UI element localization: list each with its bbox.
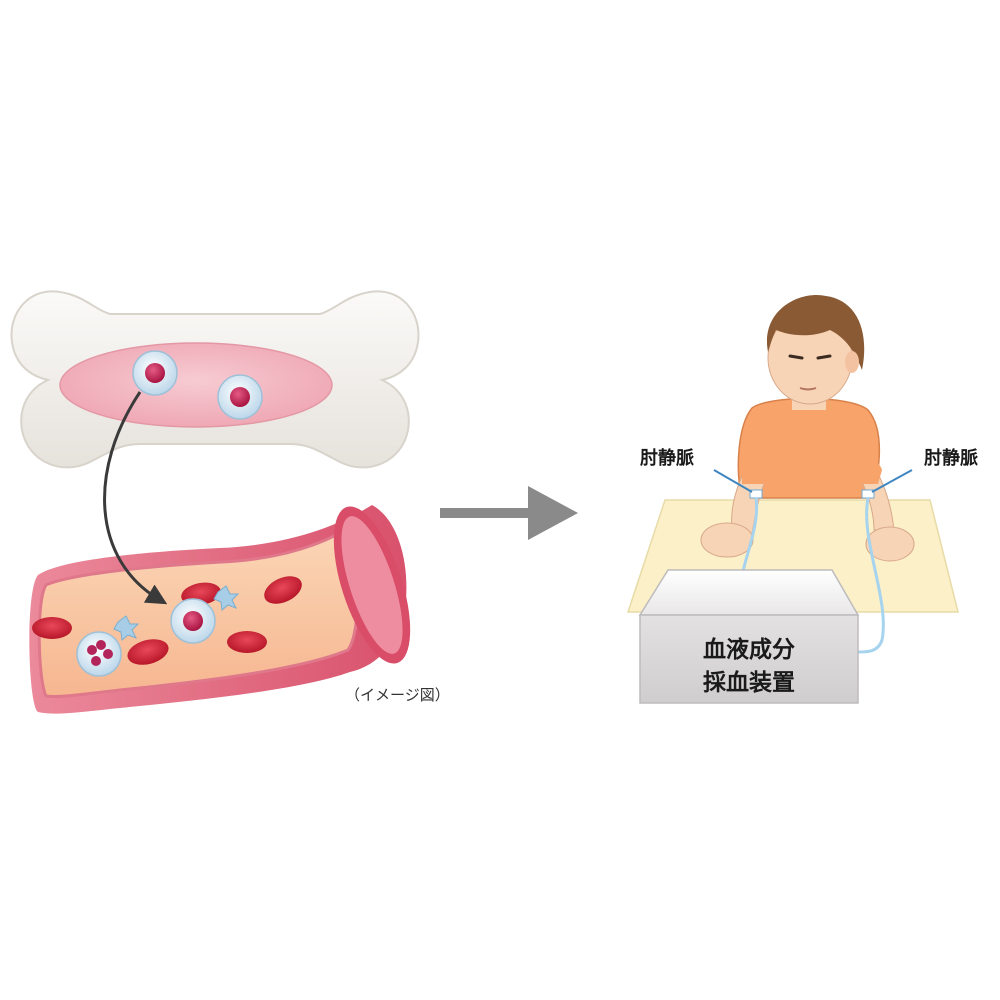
vein-label-right: 肘静脈 — [924, 447, 978, 469]
caption: （イメージ図） — [345, 686, 450, 704]
leader-line-left — [713, 469, 753, 493]
red-blood-cell — [227, 631, 267, 653]
vein-label-left: 肘静脈 — [640, 447, 694, 469]
platelet — [213, 585, 240, 611]
bone-marrow — [59, 342, 333, 428]
person — [700, 294, 915, 562]
blood-component-collection-device — [638, 569, 860, 704]
white-blood-cell — [76, 631, 122, 677]
machine-label-line2: 採血装置 — [703, 669, 795, 696]
red-blood-cell — [264, 576, 302, 604]
mobilization-arrow — [103, 391, 168, 605]
stem-cell — [217, 374, 263, 420]
leader-line-right — [871, 469, 913, 493]
tube-right — [857, 497, 885, 654]
red-blood-cell — [127, 639, 169, 665]
platelet — [113, 615, 140, 641]
red-blood-cell — [32, 617, 72, 639]
machine-label-line1: 血液成分 — [703, 636, 795, 663]
stem-cell-in-blood — [170, 598, 216, 644]
stem-cell — [132, 350, 178, 396]
flow-arrow — [440, 486, 578, 540]
blood-vessel — [29, 505, 411, 714]
